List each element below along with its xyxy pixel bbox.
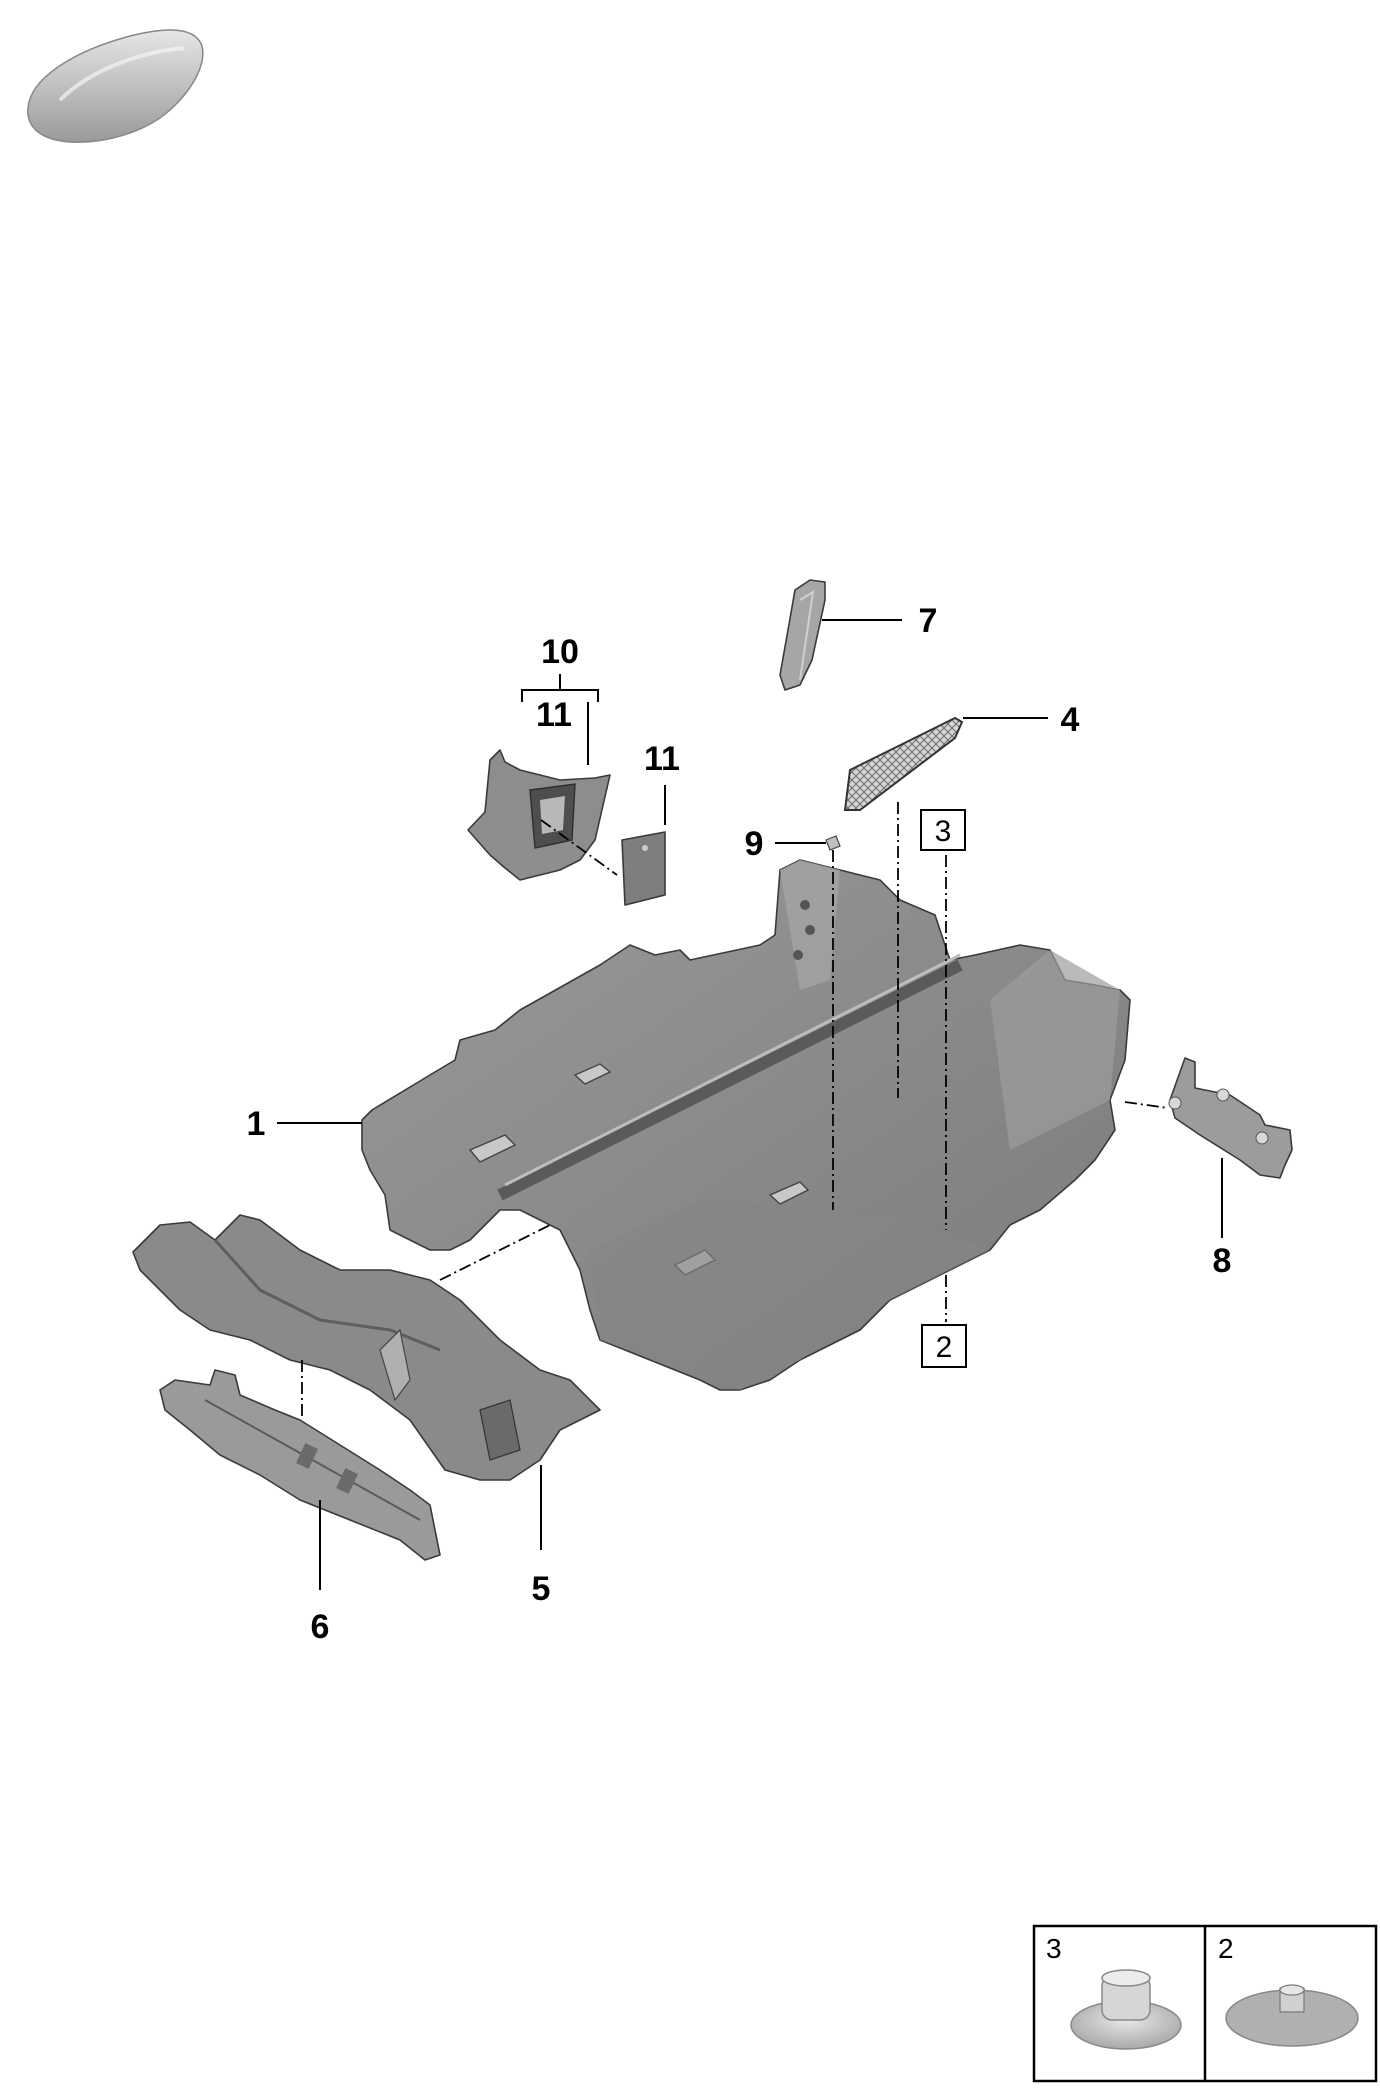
callout-8: 8 bbox=[1213, 1242, 1232, 1280]
boxed-reference-3: 3 bbox=[920, 809, 966, 851]
cover-panel-part bbox=[621, 831, 666, 906]
callout-1: 1 bbox=[247, 1105, 266, 1143]
inset-label-3: 3 bbox=[1046, 1933, 1062, 1964]
fastener-3-icon bbox=[1070, 1969, 1182, 2050]
boxed-reference-3-label: 3 bbox=[935, 815, 952, 848]
mesh-net-part bbox=[843, 716, 964, 811]
mounting-frame-part bbox=[159, 1369, 441, 1561]
car-thumbnail-icon bbox=[27, 29, 204, 143]
inset-label-2: 2 bbox=[1218, 1933, 1234, 1964]
fastener-2-icon bbox=[1225, 1984, 1359, 2047]
callout-7: 7 bbox=[919, 602, 938, 640]
assembly-lines bbox=[301, 802, 1169, 1420]
callout-9: 9 bbox=[745, 825, 764, 863]
floor-carpet-part bbox=[361, 859, 1131, 1391]
boxed-reference-2-label: 2 bbox=[936, 1331, 953, 1364]
pad-insert-part bbox=[779, 579, 826, 691]
leader-lines bbox=[277, 619, 1223, 1590]
callout-4: 4 bbox=[1061, 701, 1080, 739]
callout-labels: 1 7 4 9 10 11 11 8 5 6 bbox=[247, 602, 1232, 1646]
callout-5: 5 bbox=[532, 1570, 551, 1608]
fastener-inset-table: 3 2 bbox=[1032, 1924, 1378, 2083]
footwell-carpet-part bbox=[132, 1214, 601, 1481]
callout-11-cover: 11 bbox=[644, 740, 680, 778]
callout-6: 6 bbox=[311, 1608, 330, 1646]
clip-part bbox=[825, 835, 841, 851]
side-cover-part bbox=[1168, 1057, 1293, 1179]
console-trim-part bbox=[467, 749, 611, 881]
boxed-reference-2: 2 bbox=[921, 1324, 967, 1368]
callout-11-kit: 11 bbox=[536, 696, 572, 734]
callout-10: 10 bbox=[541, 633, 579, 671]
